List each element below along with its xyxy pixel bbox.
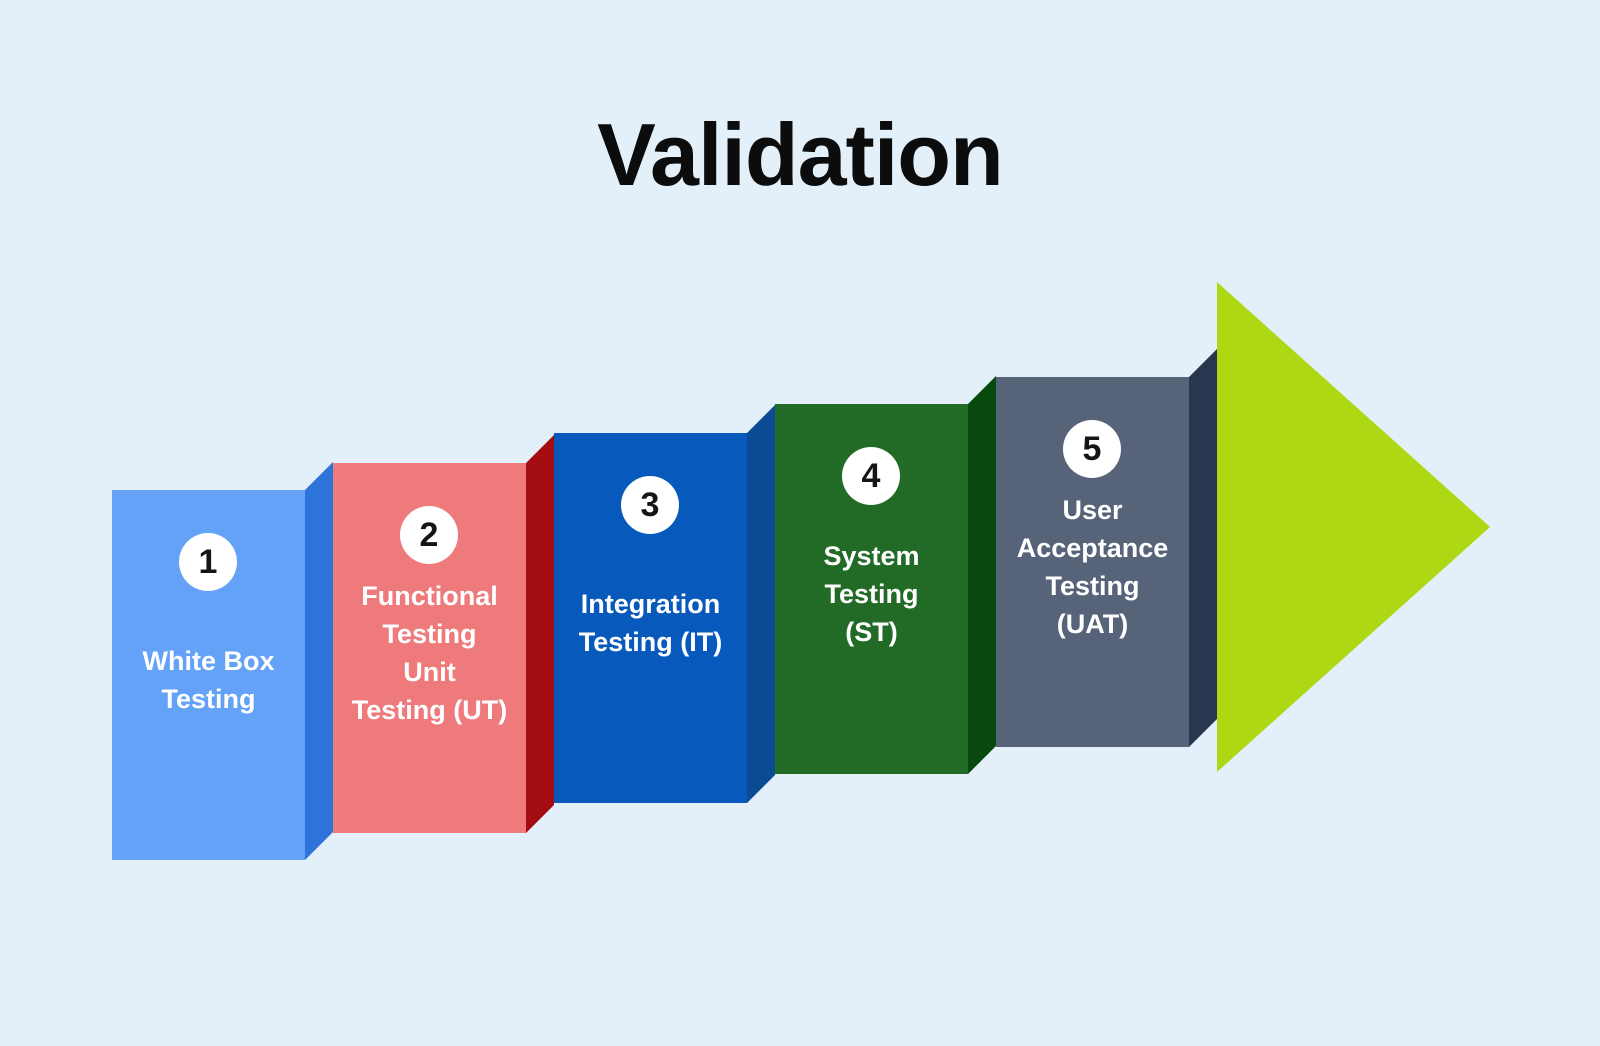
step-label-line: User — [1062, 495, 1123, 525]
step-1-front-face: 1 White Box Testing — [112, 490, 305, 860]
page-title: Validation — [597, 105, 1004, 204]
step-number-badge: 1 — [179, 533, 237, 591]
step-label-line: Acceptance — [1016, 533, 1169, 563]
step-label-line: (ST) — [845, 617, 898, 647]
step-label-line: (UAT) — [1056, 609, 1129, 639]
step-label-line: White Box — [142, 646, 275, 676]
step-4-side-face — [968, 376, 996, 774]
step-number: 1 — [198, 542, 218, 581]
step-label: Functional Testing Unit Testing (UT) — [333, 577, 526, 729]
step-2-side-face — [526, 435, 554, 833]
step-number: 5 — [1082, 429, 1102, 468]
step-number-badge: 5 — [1063, 420, 1121, 478]
step-3-side-face — [747, 405, 775, 803]
step-number: 4 — [861, 456, 881, 495]
step-label: System Testing (ST) — [775, 537, 968, 651]
step-3-front-face: 3 Integration Testing (IT) — [554, 433, 747, 803]
step-2-front-face: 2 Functional Testing Unit Testing (UT) — [333, 463, 526, 833]
step-label-line: Functional — [361, 581, 498, 611]
step-number: 3 — [640, 485, 660, 524]
step-number: 2 — [419, 515, 439, 554]
step-label: White Box Testing — [112, 642, 305, 718]
step-number-badge: 3 — [621, 476, 679, 534]
step-label-line: Testing (IT) — [578, 627, 723, 657]
step-label-line: Testing — [161, 684, 256, 714]
step-label-line: Testing — [824, 579, 919, 609]
forward-arrow-icon — [1217, 282, 1490, 772]
step-label-line: Testing — [382, 619, 477, 649]
step-5-side-face — [1189, 349, 1217, 747]
step-5-front-face: 5 User Acceptance Testing (UAT) — [996, 377, 1189, 747]
step-4-front-face: 4 System Testing (ST) — [775, 404, 968, 774]
step-label-line: Testing (UT) — [351, 695, 508, 725]
step-label-line: Integration — [580, 589, 721, 619]
step-label: Integration Testing (IT) — [554, 585, 747, 661]
step-label-line: Unit — [403, 657, 456, 687]
step-label-line: System — [823, 541, 920, 571]
step-label: User Acceptance Testing (UAT) — [996, 491, 1189, 643]
step-number-badge: 2 — [400, 506, 458, 564]
step-label-line: Testing — [1045, 571, 1140, 601]
step-1-side-face — [305, 462, 333, 860]
step-number-badge: 4 — [842, 447, 900, 505]
